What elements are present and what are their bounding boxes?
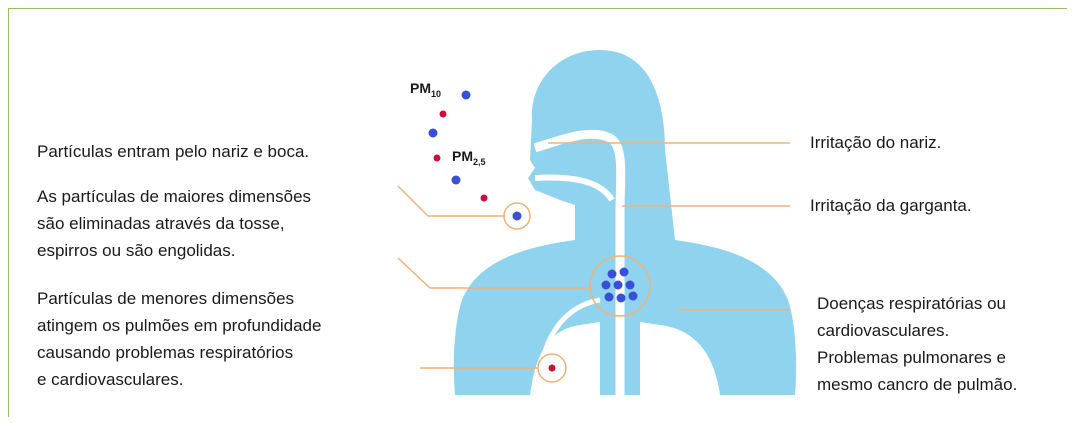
label-small-line: atingem os pulmões em profundidade xyxy=(37,312,321,339)
pm10-label: PM10 xyxy=(410,80,441,99)
pm10-particle xyxy=(452,176,461,185)
label-large-particles: As partículas de maiores dimensões são e… xyxy=(37,183,311,264)
label-throat: Irritação da garganta. xyxy=(810,192,972,219)
pm10-particle xyxy=(629,292,638,301)
pm25-particle xyxy=(434,155,441,162)
pm10-particle xyxy=(620,268,629,277)
label-entry: Partículas entram pelo nariz e boca. xyxy=(37,138,309,165)
pm25-particle xyxy=(549,365,556,372)
pm10-particle xyxy=(608,270,617,279)
label-large-line: são eliminadas através da tosse, xyxy=(37,210,311,237)
pm25-sub: 2,5 xyxy=(473,157,486,167)
line-large xyxy=(398,186,428,216)
pm10-particle xyxy=(605,293,614,302)
pm10-particle xyxy=(429,129,438,138)
label-disease-line: cardiovasculares. xyxy=(817,317,1017,344)
pm10-particle xyxy=(462,91,471,100)
label-disease: Doenças respiratórias ou cardiovasculare… xyxy=(817,290,1017,398)
pm10-particle xyxy=(617,294,626,303)
pm10-particle xyxy=(614,281,623,290)
label-disease-line: mesmo cancro de pulmão. xyxy=(817,371,1017,398)
pm25-label: PM2,5 xyxy=(452,148,486,167)
label-nose: Irritação do nariz. xyxy=(810,129,941,156)
pm25-particle xyxy=(440,111,447,118)
label-disease-line: Problemas pulmonares e xyxy=(817,344,1017,371)
label-small-line: causando problemas respiratórios xyxy=(37,339,321,366)
pm10-particle xyxy=(626,281,635,290)
pm25-text: PM xyxy=(452,148,473,164)
label-large-line: espirros ou são engolidas. xyxy=(37,237,311,264)
label-small-line: e cardiovasculares. xyxy=(37,366,321,393)
label-small-particles: Partículas de menores dimensões atingem … xyxy=(37,285,321,393)
label-small-line: Partículas de menores dimensões xyxy=(37,285,321,312)
label-large-line: As partículas de maiores dimensões xyxy=(37,183,311,210)
pm10-particle xyxy=(602,281,611,290)
label-disease-line: Doenças respiratórias ou xyxy=(817,290,1017,317)
pm10-sub: 10 xyxy=(431,89,441,99)
pm25-particle xyxy=(481,195,488,202)
pm10-particle xyxy=(513,212,522,221)
pm10-text: PM xyxy=(410,80,431,96)
line-lungs xyxy=(398,258,430,288)
